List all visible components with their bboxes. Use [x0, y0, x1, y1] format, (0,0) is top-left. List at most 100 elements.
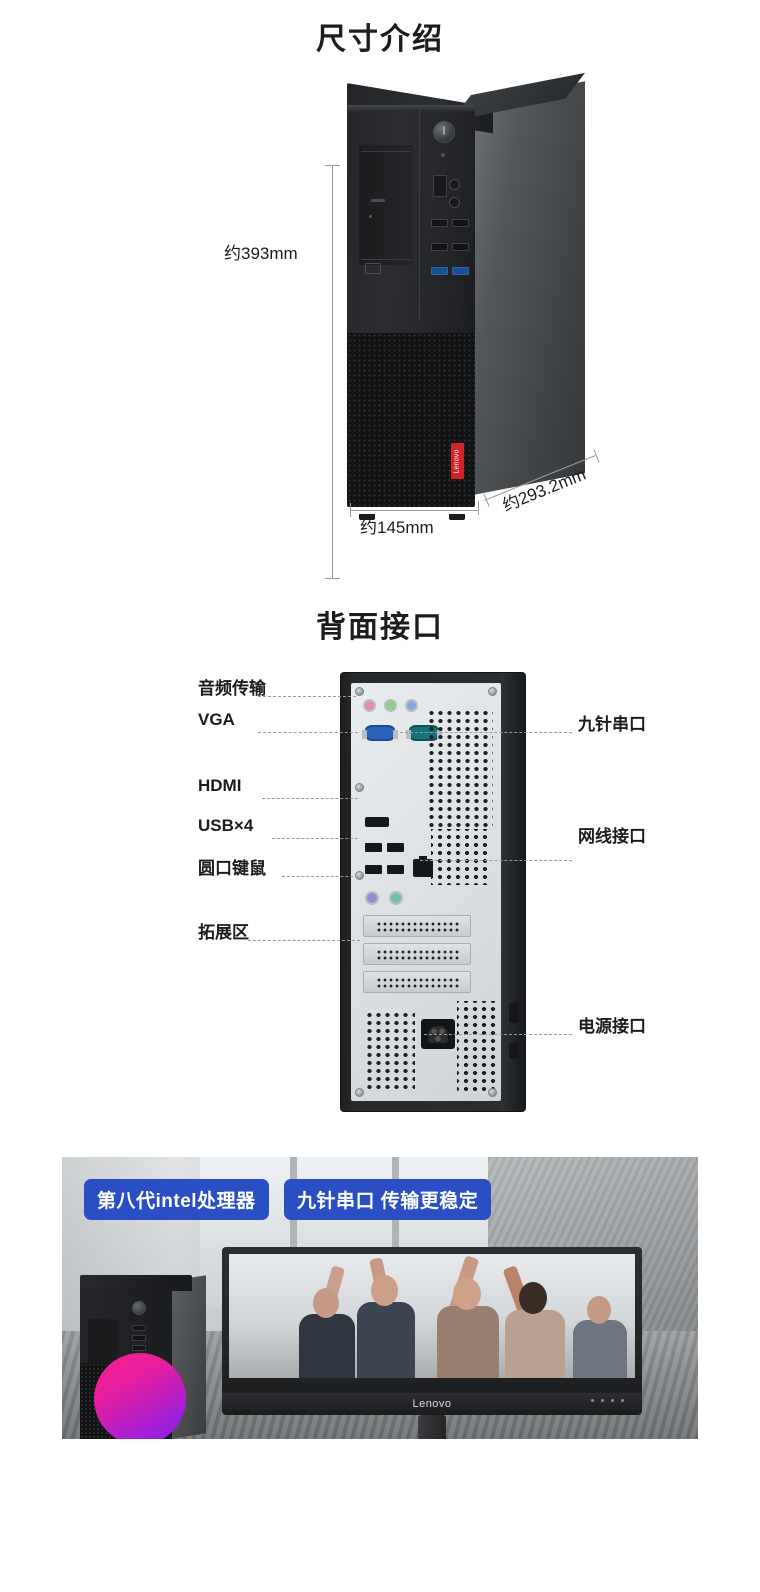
- badge-serial-port: 九针串口 传输更稳定: [284, 1179, 492, 1220]
- usb-port: [387, 865, 404, 874]
- monitor-chin: Lenovo: [222, 1393, 642, 1415]
- power-button-icon: [433, 121, 455, 143]
- rear-panel-diagram: 音频传输 VGA HDMI USB×4 圆口键鼠 拓展区 九针串口 网线接口 电…: [0, 660, 760, 1130]
- front-usb-port: [431, 219, 448, 227]
- slot-vent-holes: [376, 949, 460, 961]
- ps2-keyboard-port: [365, 891, 379, 905]
- psu-vent: [365, 1011, 415, 1091]
- person-head: [453, 1278, 481, 1310]
- expansion-slot-cover: [363, 971, 471, 993]
- callout-serial: 九针串口: [578, 715, 646, 734]
- person: [299, 1314, 355, 1378]
- optical-drive-slot: [359, 145, 413, 265]
- height-measure-cap-top: [325, 165, 340, 166]
- callout-vga: VGA: [198, 710, 235, 729]
- person: [437, 1306, 499, 1378]
- osd-button[interactable]: [611, 1399, 614, 1402]
- leader-line-hdmi: [262, 798, 358, 799]
- front-usb3-port: [431, 267, 448, 275]
- chassis-screw: [355, 871, 364, 880]
- front-port: [132, 1345, 146, 1351]
- height-dimension-label: 约393mm: [224, 244, 298, 263]
- osd-button[interactable]: [621, 1399, 624, 1402]
- rear-honeycomb-vent: [427, 709, 493, 827]
- leader-line-serial: [400, 732, 572, 733]
- front-usb3-port: [452, 267, 469, 275]
- person-head: [313, 1288, 339, 1318]
- dimension-section-title: 尺寸介绍: [316, 23, 444, 56]
- front-usb-port: [452, 243, 469, 251]
- width-dimension-label: 约145mm: [360, 518, 434, 537]
- callout-ps2: 圆口键鼠: [198, 859, 266, 878]
- callout-audio: 音频传输: [198, 679, 266, 698]
- expansion-slot-cover: [363, 915, 471, 937]
- lifestyle-photo: Lenovo 第八代intel处理器 九针串口 传输更稳定: [62, 1157, 698, 1439]
- psu-vent: [457, 1001, 497, 1093]
- optical-eject-button: [371, 199, 385, 202]
- tower-illustration: Lenovo: [345, 72, 585, 520]
- leader-line-power: [424, 1034, 572, 1035]
- slot-vent-holes: [376, 921, 460, 933]
- person: [357, 1302, 415, 1378]
- padlock-loop: [509, 1043, 519, 1059]
- rear-honeycomb-vent: [431, 829, 489, 885]
- audio-mic-jack: [405, 699, 418, 712]
- badge-intel-cpu: 第八代intel处理器: [84, 1179, 269, 1220]
- person-head: [587, 1296, 611, 1324]
- lifestyle-monitor: Lenovo: [222, 1247, 642, 1439]
- leader-line-ethernet: [420, 860, 572, 861]
- power-supply-area: [365, 995, 497, 1095]
- monitor-stand-neck: [418, 1415, 446, 1439]
- audio-line-in-jack: [363, 699, 376, 712]
- rear-chassis: [340, 672, 526, 1112]
- leader-line-usb: [272, 838, 358, 839]
- chassis-screw: [355, 783, 364, 792]
- audio-line-out-jack: [384, 699, 397, 712]
- rear-section-title: 背面接口: [316, 611, 444, 644]
- rear-io-plate: [351, 683, 501, 1101]
- width-measure-tick-right: [478, 501, 479, 515]
- hdd-activity-led: [441, 153, 445, 157]
- power-button-icon: [132, 1301, 146, 1315]
- card-reader-slot: [365, 263, 381, 274]
- optical-drive-line: [361, 259, 411, 260]
- osd-button[interactable]: [601, 1399, 604, 1402]
- callout-hdmi: HDMI: [198, 776, 242, 795]
- headphone-jack: [449, 179, 460, 190]
- chassis-screw: [488, 687, 497, 696]
- monitor-logo-text: Lenovo: [412, 1398, 452, 1410]
- front-port: [132, 1325, 146, 1331]
- lenovo-logo-badge: Lenovo: [451, 443, 464, 479]
- person-head: [371, 1275, 398, 1306]
- height-measure-cap-bottom: [325, 578, 340, 579]
- tower-side-panel: [473, 81, 585, 496]
- leader-line-audio: [258, 696, 356, 697]
- callout-usb: USB×4: [198, 816, 254, 835]
- tower-foot: [359, 514, 375, 520]
- monitor-screen: [229, 1254, 635, 1378]
- leader-line-ps2: [282, 876, 358, 877]
- usb-port: [365, 865, 382, 874]
- tower-foot: [449, 514, 465, 520]
- expansion-slot-cover: [363, 943, 471, 965]
- callout-ethernet: 网线接口: [578, 827, 646, 846]
- callout-expansion: 拓展区: [198, 923, 249, 942]
- chassis-screw: [355, 1088, 364, 1097]
- usb-port: [365, 843, 382, 852]
- screen-scene-bg: [229, 1254, 635, 1378]
- front-mesh-vent: [347, 333, 475, 507]
- osd-button[interactable]: [591, 1399, 594, 1402]
- chassis-screw: [488, 1088, 497, 1097]
- width-measure-line: [350, 510, 478, 511]
- leader-line-expansion: [248, 940, 360, 941]
- chassis-screw: [355, 687, 364, 696]
- ps2-mouse-port: [389, 891, 403, 905]
- tower-top: [80, 1275, 192, 1291]
- monitor-osd-buttons[interactable]: [591, 1399, 624, 1402]
- kensington-lock-slot: [509, 1003, 519, 1023]
- height-measure-line: [332, 165, 333, 578]
- window-mullion: [290, 1157, 297, 1307]
- front-port: [132, 1335, 146, 1341]
- callout-power: 电源接口: [578, 1017, 646, 1036]
